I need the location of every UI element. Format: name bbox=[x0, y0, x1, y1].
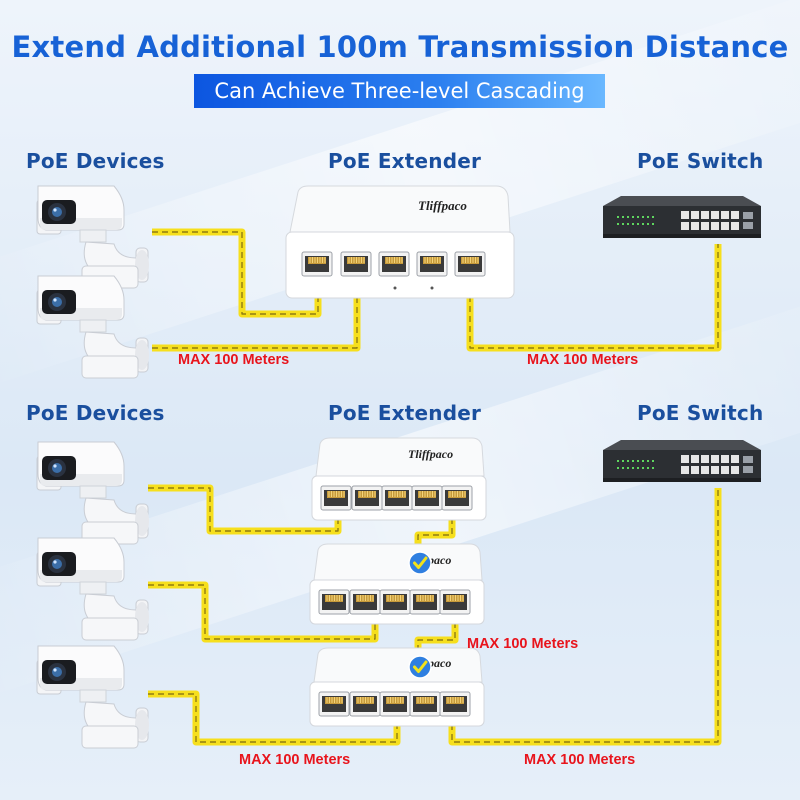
ethernet-port-icon bbox=[379, 691, 411, 717]
bottom-devices-heading: PoE Devices bbox=[26, 401, 165, 425]
ethernet-port-icon bbox=[441, 485, 473, 511]
check-icon bbox=[407, 550, 433, 576]
poe-switch-icon bbox=[603, 440, 761, 482]
ethernet-port-icon bbox=[340, 251, 372, 277]
ethernet-port-icon bbox=[318, 691, 350, 717]
ethernet-port-icon bbox=[411, 485, 443, 511]
top-cables bbox=[152, 228, 722, 352]
camera-icon bbox=[36, 537, 150, 641]
top-switch-heading: PoE Switch bbox=[637, 149, 764, 173]
camera-icon bbox=[36, 185, 150, 289]
bottom-distance-right-label: MAX 100 Meters bbox=[524, 752, 636, 768]
ethernet-port-icon bbox=[349, 589, 381, 615]
top-devices-heading: PoE Devices bbox=[26, 149, 165, 173]
bottom-extender-heading: PoE Extender bbox=[328, 401, 482, 425]
bottom-distance-mid-label: MAX 100 Meters bbox=[467, 636, 579, 652]
camera-icon bbox=[36, 645, 150, 749]
ethernet-port-icon bbox=[320, 485, 352, 511]
ethernet-port-icon bbox=[439, 691, 471, 717]
extender-level-3: paco bbox=[309, 647, 485, 727]
top-distance-right-label: MAX 100 Meters bbox=[527, 352, 639, 368]
top-extender: Tliffpaco bbox=[285, 185, 515, 299]
check-icon bbox=[407, 654, 433, 680]
bottom-distance-left-label: MAX 100 Meters bbox=[239, 752, 351, 768]
ethernet-port-icon bbox=[379, 589, 411, 615]
top-distance-left-label: MAX 100 Meters bbox=[178, 352, 290, 368]
ethernet-port-icon bbox=[378, 251, 410, 277]
ethernet-port-icon bbox=[351, 485, 383, 511]
poe-switch-icon bbox=[603, 196, 761, 238]
ethernet-port-icon bbox=[409, 691, 441, 717]
bottom-cables bbox=[148, 484, 722, 746]
bottom-switch-heading: PoE Switch bbox=[637, 401, 764, 425]
ethernet-port-icon bbox=[301, 251, 333, 277]
ethernet-port-icon bbox=[439, 589, 471, 615]
top-extender-heading: PoE Extender bbox=[328, 149, 482, 173]
camera-icon bbox=[36, 441, 150, 545]
camera-icon bbox=[36, 275, 150, 379]
extender-brand-label: paco bbox=[427, 553, 451, 567]
page-title: Extend Additional 100m Transmission Dist… bbox=[11, 30, 789, 64]
ethernet-port-icon bbox=[454, 251, 486, 277]
ethernet-port-icon bbox=[416, 251, 448, 277]
extender-brand-label: paco bbox=[427, 656, 451, 670]
extender-brand-label: Tliffpaco bbox=[418, 198, 467, 213]
ethernet-port-icon bbox=[409, 589, 441, 615]
ethernet-port-icon bbox=[349, 691, 381, 717]
extender-level-2: paco bbox=[309, 543, 485, 625]
ethernet-port-icon bbox=[318, 589, 350, 615]
extender-brand-label: Tliffpaco bbox=[408, 447, 453, 461]
extender-level-1: Tliffpaco bbox=[311, 437, 487, 521]
ethernet-port-icon bbox=[381, 485, 413, 511]
subtitle-banner: Can Achieve Three-level Cascading bbox=[194, 74, 605, 108]
